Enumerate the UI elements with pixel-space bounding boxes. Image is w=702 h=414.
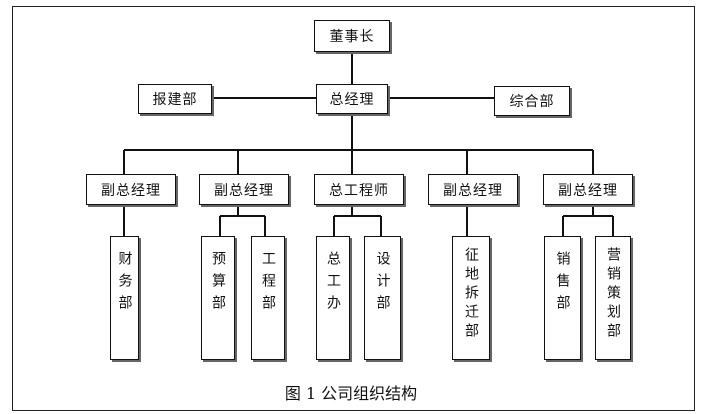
- node-chief-engineer: 总工程师: [314, 174, 404, 205]
- node-label: 副总经理: [558, 182, 618, 199]
- node-label: 征地拆迁部: [463, 247, 479, 342]
- node-label: 副总经理: [214, 182, 274, 199]
- node-label: 总工办: [325, 251, 341, 317]
- node-label: 总工程师: [329, 182, 389, 199]
- node-label: 财务部: [116, 251, 133, 317]
- node-label: 报建部: [152, 92, 198, 108]
- node-label: 工程部: [260, 251, 276, 317]
- node-label: 董事长: [329, 29, 375, 45]
- node-permit-dept: 报建部: [138, 84, 212, 114]
- node-general-manager: 总经理: [316, 84, 388, 114]
- node-deputy-gm-1: 副总经理: [86, 174, 176, 205]
- node-label: 副总经理: [443, 182, 503, 199]
- node-chairman: 董事长: [314, 20, 390, 52]
- node-design-dept: 设计部: [364, 236, 401, 360]
- node-engineering-dept: 工程部: [251, 236, 285, 360]
- node-deputy-gm-4: 副总经理: [543, 174, 633, 205]
- node-label: 销售部: [554, 251, 571, 317]
- node-chief-engineer-office: 总工办: [316, 236, 350, 360]
- node-label: 预算部: [210, 251, 226, 317]
- node-finance-dept: 财务部: [110, 236, 139, 360]
- node-label: 副总经理: [101, 182, 161, 199]
- node-label: 综合部: [509, 94, 555, 110]
- figure-frame: [12, 6, 695, 411]
- node-land-acquisition-dept: 征地拆迁部: [452, 236, 490, 360]
- node-general-affairs-dept: 综合部: [494, 86, 570, 116]
- node-deputy-gm-3: 副总经理: [428, 174, 518, 205]
- node-deputy-gm-2: 副总经理: [199, 174, 289, 205]
- figure-caption: 图 1 公司组织结构: [284, 384, 418, 403]
- node-label: 营销策划部: [605, 247, 621, 342]
- node-sales-dept: 销售部: [544, 236, 581, 360]
- node-budget-dept: 预算部: [201, 236, 235, 360]
- node-label: 总经理: [329, 92, 375, 108]
- node-label: 设计部: [374, 251, 391, 317]
- node-marketing-planning-dept: 营销策划部: [595, 236, 631, 360]
